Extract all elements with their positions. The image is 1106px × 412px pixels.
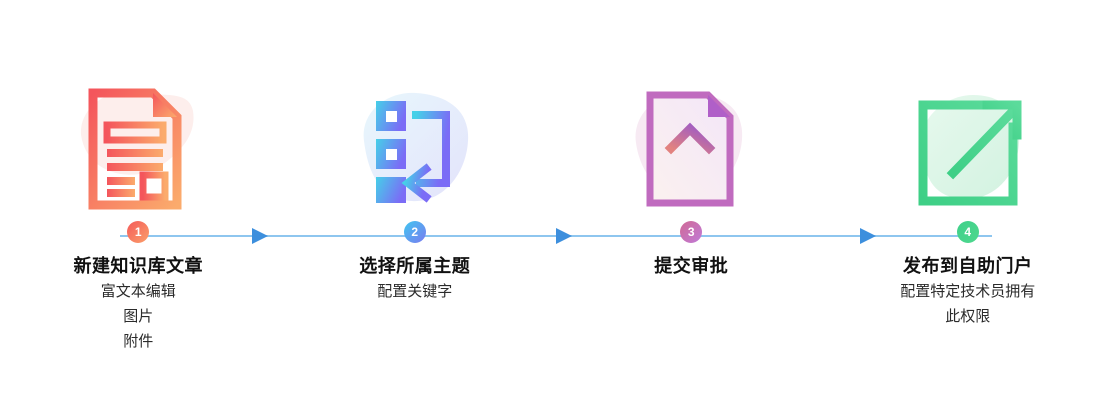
step-4-number-badge: 4 xyxy=(956,221,979,243)
step-2-badge-row: 2 xyxy=(403,221,426,243)
topic-select-arrow-icon xyxy=(363,92,468,203)
document-upload-arrow-icon xyxy=(635,91,743,207)
step-1-number-badge: 1 xyxy=(127,221,150,243)
step-4-subtitle-2: 此权限 xyxy=(945,308,991,326)
step-1-subtitle-3: 附件 xyxy=(123,332,154,350)
step-4-title: 发布到自助门户 xyxy=(903,256,1033,276)
process-step-4[interactable]: 4 发布到自助门户 配置特定技术员拥有 此权限 xyxy=(830,0,1106,412)
step-4-icon-wrap xyxy=(893,78,1043,218)
topic-arrow-head-icon xyxy=(401,163,432,203)
link-arrow-head-icon xyxy=(982,100,1022,140)
link-frame xyxy=(918,100,1018,206)
step-2-number-badge: 2 xyxy=(403,221,426,243)
step-2-icon-wrap xyxy=(340,78,490,218)
step-1-subtitle-2: 图片 xyxy=(123,308,154,326)
topic-block-1-hole xyxy=(385,111,397,122)
document-line-4 xyxy=(107,189,136,197)
step-4-subtitle-1: 配置特定技术员拥有 xyxy=(900,283,1036,301)
external-link-icon xyxy=(918,95,1022,206)
step-1-subtitle-1: 富文本编辑 xyxy=(100,283,176,301)
upload-arrow-head-icon xyxy=(664,122,716,155)
topic-bracket xyxy=(411,111,450,187)
step-4-badge-row: 4 xyxy=(956,221,979,243)
step-4-labels: 发布到自助门户 配置特定技术员拥有 此权限 xyxy=(838,255,1098,328)
document-line-2 xyxy=(107,163,164,171)
process-step-2[interactable]: 2 选择所属主题 配置关键字 xyxy=(277,0,554,412)
step-3-title: 提交审批 xyxy=(654,256,729,276)
step-2-subtitle-1: 配置关键字 xyxy=(377,283,453,301)
document-image-box xyxy=(139,171,169,201)
step-1-title: 新建知识库文章 xyxy=(73,256,203,276)
step-3-badge-row: 3 xyxy=(680,221,703,243)
step-1-icon-wrap xyxy=(63,78,213,218)
document-line-3 xyxy=(107,177,136,185)
process-step-1[interactable]: 1 新建知识库文章 富文本编辑 图片 附件 xyxy=(0,0,277,412)
step-3-number-badge: 3 xyxy=(680,221,703,243)
document-fold xyxy=(153,93,178,117)
step-1-labels: 新建知识库文章 富文本编辑 图片 附件 xyxy=(8,255,268,353)
step-2-labels: 选择所属主题 配置关键字 xyxy=(285,255,545,303)
decorative-blob xyxy=(920,95,1019,200)
document-title-box xyxy=(103,121,167,144)
process-step-3[interactable]: 3 提交审批 xyxy=(553,0,830,412)
step-3-labels: 提交审批 xyxy=(561,255,821,278)
document-fold xyxy=(708,95,731,117)
document-outline xyxy=(88,88,182,210)
step-2-title: 选择所属主题 xyxy=(359,256,471,276)
document-outline xyxy=(646,91,734,207)
document-line-1 xyxy=(107,149,164,157)
link-arrow-shaft xyxy=(946,104,1020,180)
document-lines-icon xyxy=(81,88,194,210)
topic-block-2-hole xyxy=(385,149,397,160)
topic-block-3 xyxy=(375,177,406,203)
step-3-icon-wrap xyxy=(616,78,766,218)
step-1-badge-row: 1 xyxy=(127,221,150,243)
